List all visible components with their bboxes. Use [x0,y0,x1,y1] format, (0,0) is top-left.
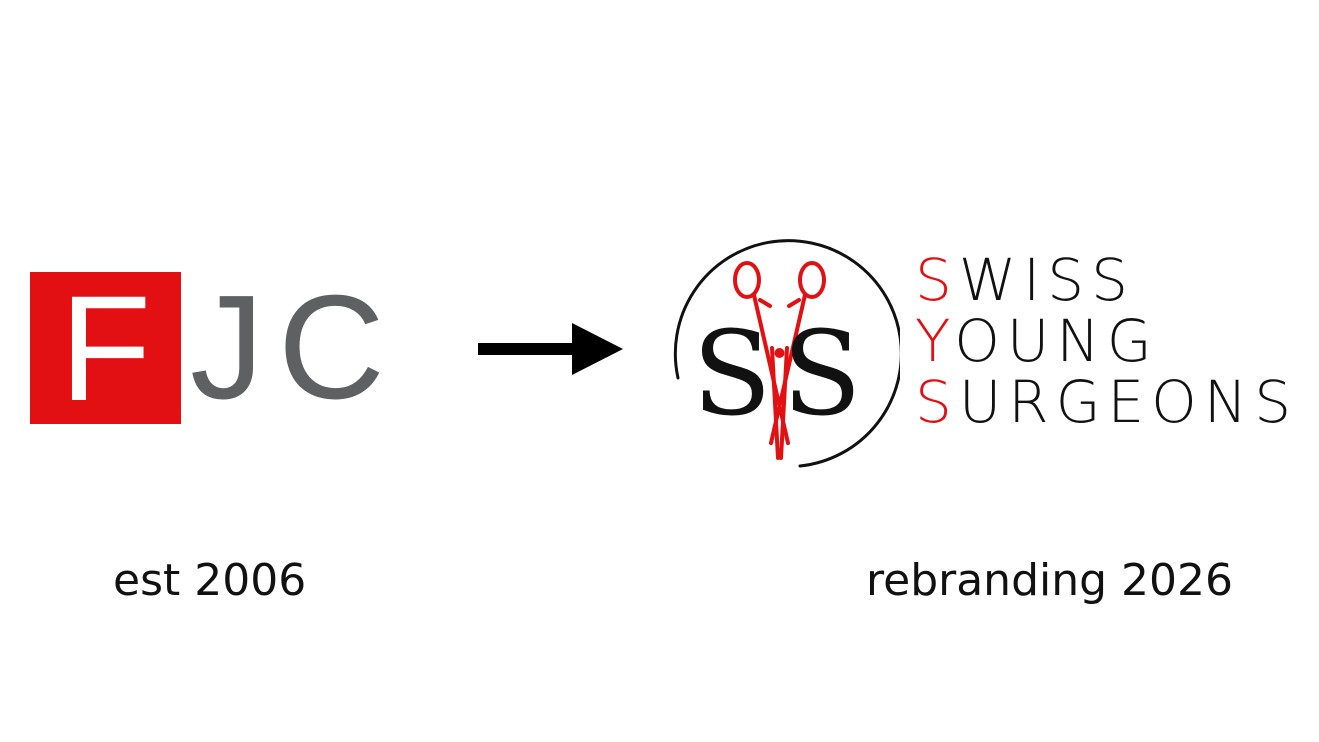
wordmark-line-young: YOUNG [915,311,1298,372]
wordmark-rest: OUNG [954,307,1159,375]
est-caption: est 2006 [113,555,307,606]
wordmark-rest: WISS [958,246,1135,314]
monogram-left-s: S [692,307,771,442]
wordmark-initial: S [915,246,959,314]
wordmark-line-swiss: SWISS [915,250,1298,311]
wordmark-rest: URGEONS [958,368,1299,436]
wordmark-line-surgeons: SURGEONS [915,372,1298,433]
sys-monogram-icon: S S [673,239,900,468]
wordmark-initial: Y [915,307,955,375]
surgical-scissors-icon [733,261,826,460]
fjc-letter-f: F [59,264,152,432]
circle-arc [673,239,900,468]
wordmark-initial: S [915,368,959,436]
fjc-logo: F JC [30,272,390,424]
fjc-letters-jc: JC [190,265,399,430]
swiss-young-surgeons-wordmark: SWISS YOUNG SURGEONS [915,250,1298,433]
rebranding-caption: rebranding 2026 [866,555,1233,606]
arrow-right-icon [478,323,623,375]
monogram-right-s: S [782,307,861,442]
fjc-red-square [30,272,181,424]
